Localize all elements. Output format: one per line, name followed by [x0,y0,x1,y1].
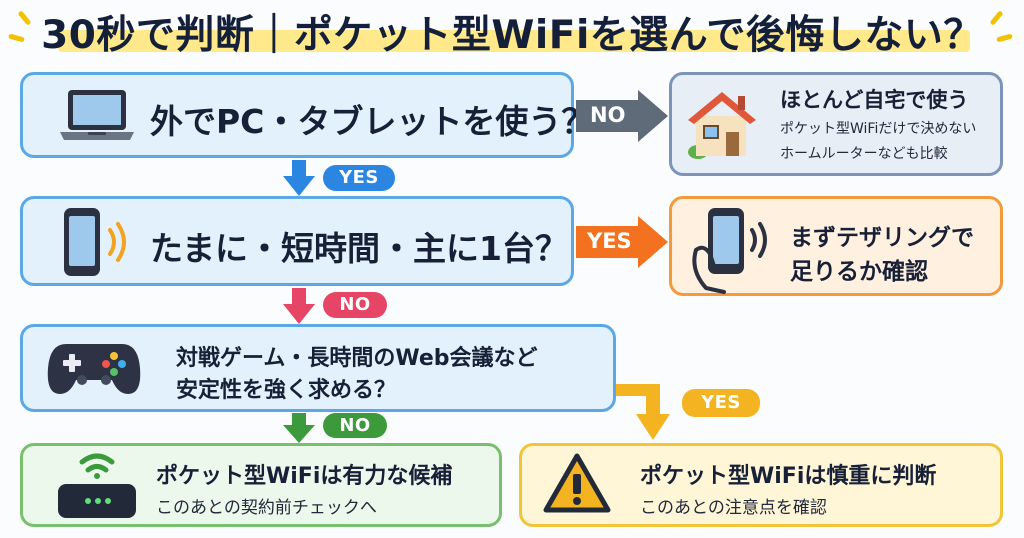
page-title: 30秒で判断｜ポケット型WiFiを選んで後悔しない？ [41,13,983,58]
hand-phone-icon [684,204,774,294]
title-highlight [58,30,970,52]
result-tethering-line2: 足りるか確認 [790,259,928,285]
q2-no-arrow [283,288,315,324]
result-home-sub1: ポケット型WiFiだけで決めない [780,121,977,137]
result-caution-box [519,443,1003,527]
result-recommend-title: ポケット型WiFiは有力な候補 [156,464,453,489]
question-3-line1: 対戦ゲーム・長時間のWeb会議など [176,346,538,371]
q3-yes-arrow [616,384,670,440]
q2-no-label: NO [323,292,387,318]
house-icon [684,86,760,162]
result-home-sub2: ホームルーターなども比較 [780,146,948,162]
warning-icon [542,452,612,516]
result-caution-sub: このあとの注意点を確認 [640,498,827,518]
smartphone-icon [60,206,130,278]
laptop-icon [58,88,136,144]
q1-yes-label: YES [323,165,395,191]
q1-no-label: NO [590,103,626,127]
q1-yes-arrow [283,160,315,196]
q3-no-label: NO [323,413,387,438]
gamepad-icon [46,338,142,398]
q3-no-arrow [283,413,315,443]
question-2-text: たまに・短時間・主に1台？ [150,229,568,268]
question-3-line2: 安定性を強く求める？ [176,378,397,403]
result-caution-title: ポケット型WiFiは慎重に判断 [640,464,937,489]
result-recommend-sub: このあとの契約前チェックへ [156,498,377,518]
router-icon [52,448,142,522]
q1-no-arrow [576,90,668,142]
q2-yes-arrow [576,216,668,268]
result-home-title: ほとんど自宅で使う [780,88,969,112]
result-tethering-line1: まずテザリングで [790,225,974,251]
question-1-text: 外でPC・タブレットを使う？ [150,102,595,141]
q3-yes-label: YES [682,389,760,417]
q2-yes-label: YES [587,229,632,253]
